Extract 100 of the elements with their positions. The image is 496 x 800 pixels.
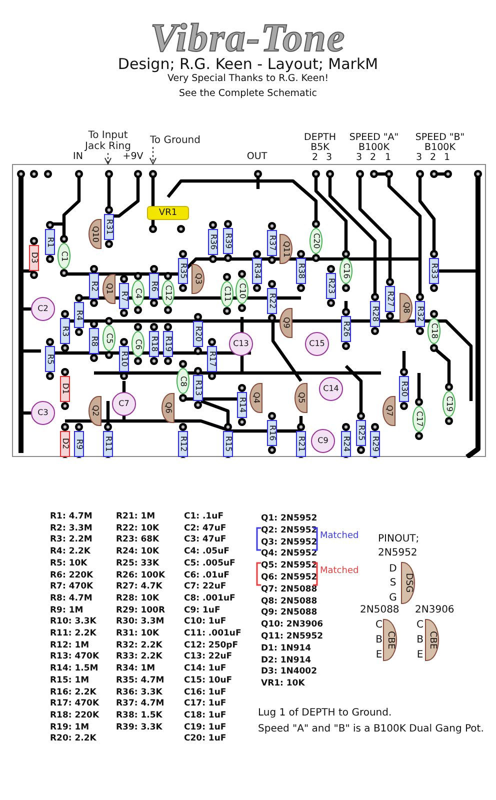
resistor: R27 <box>385 286 395 312</box>
label-text: PINOUT; <box>378 534 420 544</box>
resistor: R15 <box>223 431 233 457</box>
resistor: R35 <box>178 258 188 284</box>
resistor: R13 <box>193 375 203 401</box>
parts-list-entry: R28: 10K <box>116 594 160 604</box>
note-text: To Ground <box>150 135 200 146</box>
parts-list-entry: C12: 250pF <box>184 641 238 650</box>
resistor: R20 <box>193 321 203 347</box>
electrolytic-capacitor: C7 <box>112 392 136 416</box>
resistor: R18 <box>149 331 159 357</box>
film-capacitor: C5 <box>102 325 116 351</box>
resistor: R11 <box>103 431 113 457</box>
resistor: R17 <box>207 346 217 372</box>
label-text: C <box>376 620 382 630</box>
electrolytic-capacitor: C14 <box>319 377 343 401</box>
transistor: Q2 <box>88 396 102 426</box>
label-text: B5K <box>310 142 330 153</box>
label-text: +9V <box>122 152 144 162</box>
parts-list-entry: D3: 1N4002 <box>261 668 318 678</box>
parts-list-entry: C10: 1uF <box>184 618 226 627</box>
parts-list-entry: R7: 470K <box>50 582 94 592</box>
parts-list-entry: R15: 1M <box>50 676 90 686</box>
parts-list-entry: R29: 100R <box>116 606 166 616</box>
resistor: R14 <box>237 392 247 418</box>
label-text: E <box>376 650 382 660</box>
electrolytic-capacitor: C3 <box>31 401 55 425</box>
parts-list-entry: C7: 22uF <box>184 582 226 592</box>
resistor: R24 <box>341 431 351 457</box>
label-text: D <box>389 564 397 574</box>
label-text: OUT <box>246 152 268 162</box>
resistor: R16 <box>267 420 277 446</box>
label-text: 2N5088 <box>360 604 400 616</box>
electrolytic-capacitor: C15 <box>305 332 329 356</box>
film-capacitor: C19 <box>442 391 456 417</box>
resistor: R21 <box>296 431 306 457</box>
parts-list-entry: R3: 2.2M <box>50 536 92 546</box>
parts-list-entry: C2: 47uF <box>184 524 226 534</box>
label-text: S <box>390 578 396 588</box>
parts-list-entry: R14: 1.5M <box>50 664 98 674</box>
label-text: C <box>416 620 424 630</box>
resistor: R19 <box>163 331 173 357</box>
parts-list-entry: R33: 2.2K <box>116 652 162 662</box>
label-text: Speed "A" and "B" is a B100K Dual Gang Pot. <box>258 724 484 734</box>
parts-list-entry: R6: 220K <box>50 570 94 580</box>
transistor: Q9 <box>280 308 292 338</box>
parts-list-entry: Q5: 2N5952 <box>261 562 318 571</box>
film-capacitor: C18 <box>428 318 440 344</box>
label-text: 1 <box>444 152 450 164</box>
parts-list-entry: R10: 3.3K <box>50 618 96 627</box>
transistor: Q4 <box>250 383 262 413</box>
parts-list-entry: Q6: 2N5952 <box>261 573 318 583</box>
parts-list-entry: Q1: 2N5952 <box>261 514 318 524</box>
diode: D3 <box>29 245 39 271</box>
parts-list-entry: R36: 3.3K <box>116 688 162 698</box>
parts-list-entry: Q8: 2N5088 <box>261 596 318 606</box>
resistor: R7 <box>119 283 129 309</box>
transistor: Q11 <box>280 234 292 264</box>
resistor: R32 <box>415 301 425 327</box>
resistor: R30 <box>399 376 409 402</box>
parts-list-entry: R1: 4.7M <box>50 512 92 522</box>
parts-list-entry: C16: 1uF <box>184 688 226 698</box>
parts-list-entry: C8: .001uF <box>184 594 236 604</box>
transistor-pinout-body: DSG <box>401 562 415 604</box>
label-text: DEPTH <box>304 132 336 143</box>
label-text: Lug 1 of DEPTH to Ground. <box>258 708 392 718</box>
parts-list-entry: Q11: 2N5952 <box>261 632 324 642</box>
film-capacitor: C10 <box>236 278 248 304</box>
parts-list-entry: C18: 1uF <box>184 711 226 721</box>
label-text: 3 <box>356 152 362 164</box>
resistor: R10 <box>119 346 129 372</box>
parts-list-entry: R31: 10K <box>116 629 160 639</box>
note-text: To Input Jack Ring <box>78 130 138 152</box>
resistor: R6 <box>149 273 159 299</box>
parts-list-entry: Q2: 2N5952 <box>261 526 318 536</box>
resistor: R38 <box>296 258 306 284</box>
label-text: Matched <box>320 567 359 578</box>
film-capacitor: C6 <box>132 331 144 357</box>
diode: D2 <box>60 431 70 457</box>
electrolytic-capacitor: C9 <box>311 429 335 453</box>
parts-list-entry: R21: 1M <box>116 512 156 522</box>
resistor: R2 <box>89 273 99 299</box>
parts-list-entry: C6: .01uF <box>184 570 230 580</box>
label-text: IN <box>73 152 83 162</box>
parts-list-entry: R18: 220K <box>50 711 100 721</box>
resistor: R36 <box>208 229 218 255</box>
resistor: R28 <box>370 301 380 327</box>
leader-arrow <box>104 152 112 164</box>
label-text: E <box>416 650 424 660</box>
film-capacitor: C4 <box>132 280 144 306</box>
label-text: Very Special Thanks to R.G. Keen! <box>167 74 329 84</box>
film-capacitor: C11 <box>220 281 234 307</box>
parts-list-entry: R23: 68K <box>116 536 160 546</box>
resistor: R37 <box>267 230 277 256</box>
label-text: B <box>376 634 382 646</box>
parts-list-entry: C1: .1uF <box>184 512 224 522</box>
resistor: R31 <box>104 214 114 240</box>
label-text: See the Complete Schematic <box>179 88 317 100</box>
parts-list-entry: R34: 1M <box>116 664 156 674</box>
label-text: 2 <box>370 152 376 164</box>
